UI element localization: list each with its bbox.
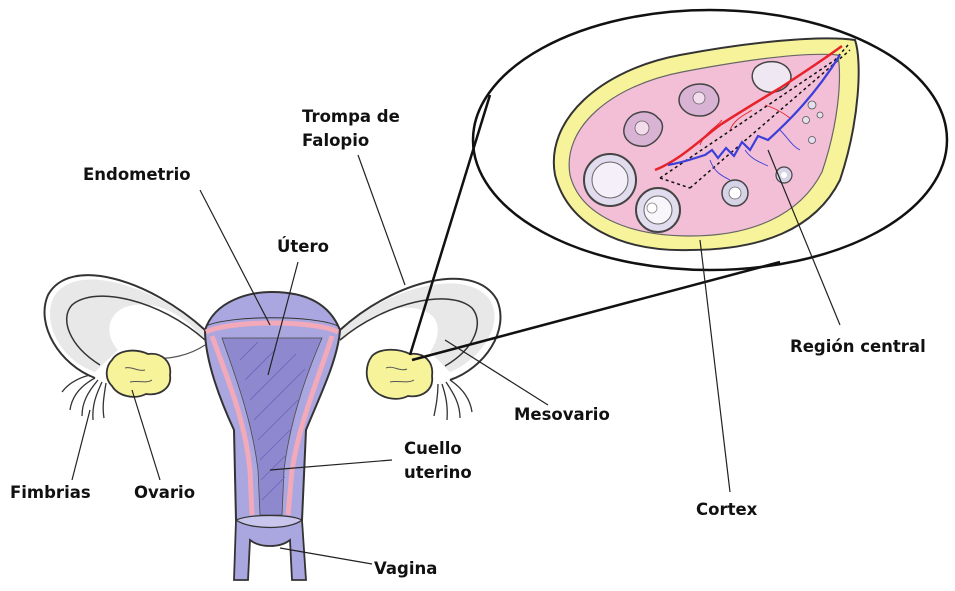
label-cuello-line1: Cuello xyxy=(404,439,462,458)
label-fimbrias: Fimbrias xyxy=(10,483,91,502)
label-cuello-line2: uterino xyxy=(404,463,472,482)
label-mesovario: Mesovario xyxy=(514,405,610,424)
label-region-central: Región central xyxy=(790,337,926,356)
label-vagina: Vagina xyxy=(374,559,437,578)
vagina xyxy=(234,520,306,580)
label-trompa-line2: Falopio xyxy=(302,131,369,150)
leader-fimbrias xyxy=(72,410,90,480)
label-cortex: Cortex xyxy=(696,500,758,519)
left-fimbriae xyxy=(62,375,106,420)
label-utero: Útero xyxy=(277,237,329,256)
right-fimbriae xyxy=(434,380,472,420)
leader-ovario xyxy=(132,390,160,480)
label-ovario: Ovario xyxy=(134,483,195,502)
label-endometrio: Endometrio xyxy=(83,165,191,184)
label-trompa-line1: Trompa de xyxy=(302,107,400,126)
leader-trompa xyxy=(358,155,405,285)
left-ovary xyxy=(107,351,171,397)
leader-mesovario xyxy=(445,340,548,405)
corpus-luteum-3 xyxy=(752,62,791,93)
